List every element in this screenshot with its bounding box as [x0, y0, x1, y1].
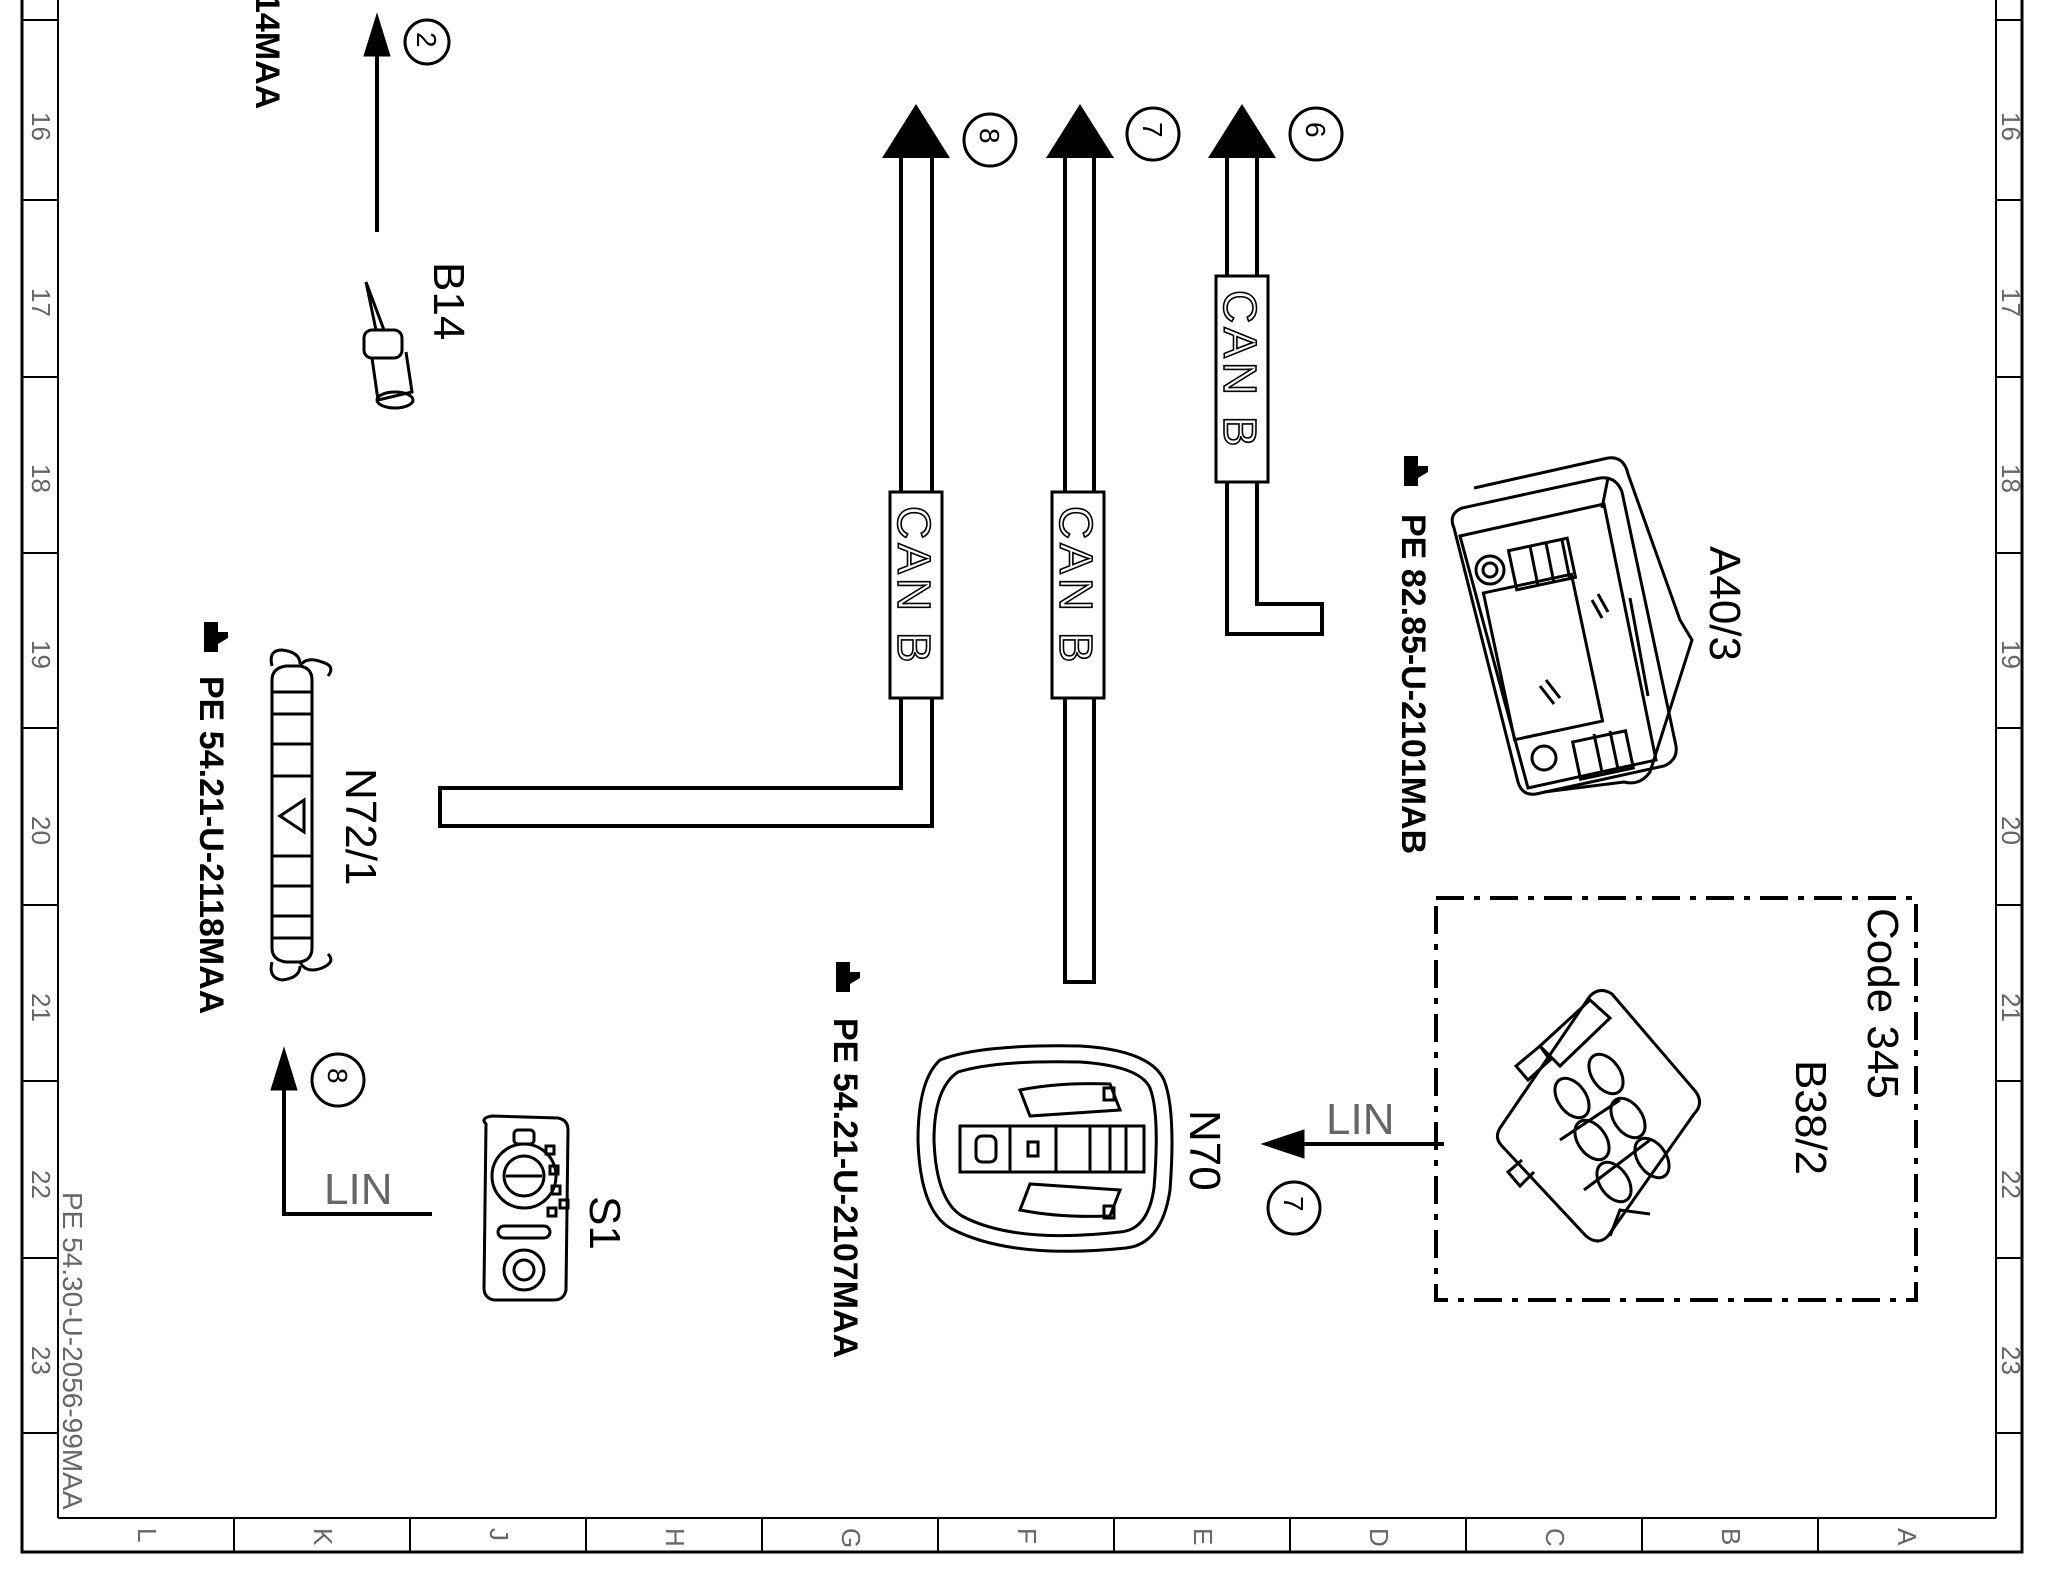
- connector-2: 2: [403, 18, 451, 66]
- row-label-left: 16: [26, 112, 56, 141]
- hand-pointer-icon: [1404, 456, 1428, 486]
- row-label-right: 19: [1996, 640, 2026, 669]
- lin-wire-b38: [1260, 1129, 1444, 1159]
- connector-8-top: 8: [962, 112, 1018, 168]
- row-label-left: 22: [26, 1170, 56, 1199]
- column-label: A: [1892, 1528, 1922, 1546]
- row-label-right: 23: [1996, 1346, 2026, 1375]
- row-label-right: 22: [1996, 1170, 2026, 1199]
- can-wire-8: [438, 158, 934, 828]
- connector-2-label: 2: [411, 32, 442, 48]
- row-label-right: 20: [1996, 816, 2026, 845]
- row-label-right: 21: [1996, 993, 2026, 1022]
- hand-pointer-icon: [836, 962, 860, 992]
- connector-7-top-label: 7: [1137, 122, 1168, 138]
- can-label-7: CAN B: [1049, 490, 1106, 700]
- row-label-left: 18: [26, 464, 56, 493]
- column-label: F: [1012, 1528, 1042, 1544]
- column-label: B: [1716, 1528, 1746, 1545]
- n70-ref-text: PE 54.21-U-2107MAA: [826, 1018, 864, 1358]
- row-label-right: 16: [1996, 112, 2026, 141]
- a40-3-reference: PE 82.85-U-2101MAB: [1394, 456, 1432, 854]
- column-labels: L K J H G F E D C B A: [132, 1528, 1922, 1548]
- connector-7-lin: 7: [1266, 1180, 1322, 1236]
- a40-3-ref-text: PE 82.85-U-2101MAB: [1394, 514, 1432, 854]
- n72-1-label: N72/1: [336, 768, 385, 885]
- column-label: C: [1540, 1528, 1570, 1547]
- row-label-left: 23: [26, 1346, 56, 1375]
- connector-8-lin-label: 8: [322, 1068, 353, 1084]
- column-label: J: [484, 1528, 514, 1541]
- b38-2-label: B38/2: [1786, 1060, 1835, 1175]
- a40-3-label: A40/3: [1700, 546, 1749, 661]
- n70-control-panel-icon: [916, 1044, 1174, 1253]
- connector-6-label: 6: [1300, 122, 1331, 138]
- s1-lin-wire: [270, 1046, 432, 1216]
- n72-1-ref-text: PE 54.21-U-2118MAA: [192, 676, 230, 1014]
- connector-8-lin: 8: [310, 1052, 366, 1108]
- can-label-8: CAN B: [887, 490, 944, 700]
- b14-sensor-icon: [362, 281, 415, 410]
- connector-7-lin-label: 7: [1278, 1196, 1309, 1212]
- n72-1-switch-icon: [269, 648, 333, 982]
- b38-2-sensor-icon: [1495, 989, 1701, 1243]
- row-labels-left: 16 17 18 19 20 21 22 23: [26, 112, 56, 1375]
- row-label-left: 20: [26, 816, 56, 845]
- lin-label-s1: LIN: [324, 1165, 392, 1214]
- n72-1-reference: PE 54.21-U-2118MAA: [192, 622, 230, 1014]
- connector-6: 6: [1288, 106, 1344, 162]
- arrow-6: [1208, 104, 1276, 158]
- column-label: K: [308, 1528, 338, 1546]
- b14-label: B14: [424, 262, 473, 340]
- column-label: L: [132, 1528, 162, 1542]
- column-label: D: [1364, 1528, 1394, 1547]
- can-label-7-text: CAN B: [1050, 506, 1102, 667]
- can-label-6: CAN B: [1213, 274, 1270, 484]
- column-label: E: [1188, 1528, 1218, 1545]
- row-label-left: 19: [26, 640, 56, 669]
- diagram-frame: [20, 0, 2024, 1554]
- can-wire-6: [1225, 158, 1324, 636]
- s1-switch-icon: [482, 1114, 570, 1302]
- row-label-left: 17: [26, 288, 56, 317]
- hand-pointer-icon: [204, 622, 228, 652]
- n70-label: N70: [1180, 1110, 1229, 1191]
- connector-7-top: 7: [1125, 106, 1181, 162]
- a40-3-display-icon: [1450, 456, 1694, 796]
- column-label: H: [660, 1528, 690, 1547]
- cutoff-reference: 14MAA: [248, 0, 286, 109]
- lin-label-b38: LIN: [1326, 1095, 1394, 1144]
- row-label-left: 21: [26, 993, 56, 1022]
- can-label-6-text: CAN B: [1214, 290, 1266, 451]
- b14-arrow: [363, 12, 391, 232]
- column-label: G: [836, 1528, 866, 1548]
- code-345-label: Code 345: [1858, 908, 1907, 1099]
- code-345-boundary: [1434, 896, 1918, 1302]
- arrow-8: [882, 104, 950, 158]
- s1-label: S1: [580, 1196, 629, 1250]
- row-label-right: 17: [1996, 288, 2026, 317]
- row-labels-right: 16 17 18 19 20 21 22 23: [1996, 112, 2026, 1375]
- row-label-right: 18: [1996, 464, 2026, 493]
- n70-reference: PE 54.21-U-2107MAA: [826, 962, 864, 1358]
- connector-8-top-label: 8: [974, 128, 1005, 144]
- can-label-8-text: CAN B: [888, 506, 940, 667]
- document-reference: PE 54.30-U-2056-99MAA: [57, 1192, 88, 1510]
- arrow-7: [1046, 104, 1114, 158]
